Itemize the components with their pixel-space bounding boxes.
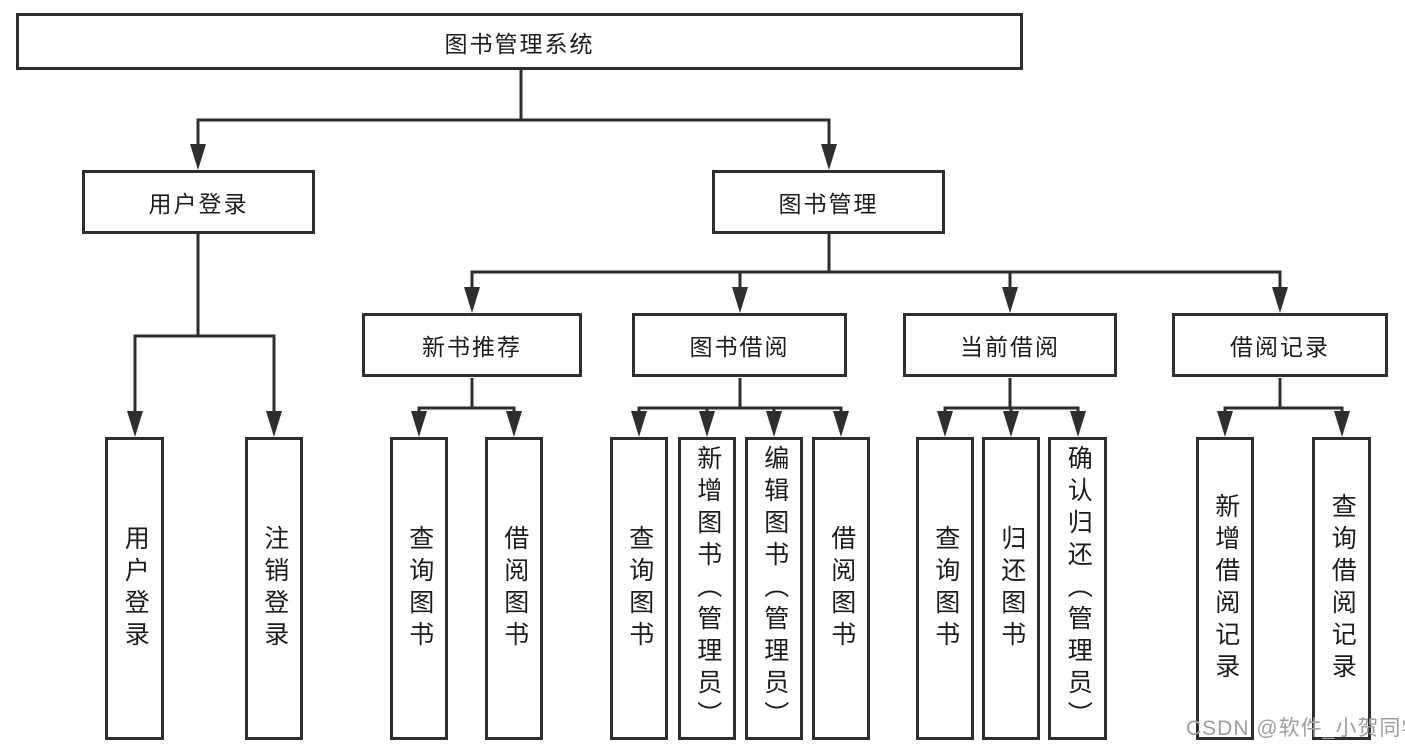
node-add-borrow-record: 新增借阅记录	[1196, 437, 1254, 740]
watermark-text: CSDN @软件_小贺同学	[1186, 717, 1405, 740]
node-query-borrow-record: 查询借阅记录	[1312, 437, 1371, 740]
node-borrowing-records: 借阅记录	[1172, 313, 1388, 377]
node-user-login: 用户登录	[82, 170, 315, 234]
node-return-book: 归还图书	[982, 437, 1040, 740]
node-current-borrowing: 当前借阅	[903, 313, 1117, 377]
arrowheads	[127, 144, 1350, 437]
node-library-system: 图书管理系统	[16, 13, 1023, 70]
node-borrow-books-borrowing: 借阅图书	[812, 437, 870, 740]
node-new-book-recommend: 新书推荐	[362, 313, 582, 377]
node-add-book-admin: 新增图书（管理员）	[678, 437, 736, 740]
node-query-books-current: 查询图书	[916, 437, 974, 740]
node-user-login-action: 用户登录	[105, 437, 164, 740]
node-query-books-borrowing: 查询图书	[610, 437, 668, 740]
node-borrow-books-recommend: 借阅图书	[485, 437, 543, 740]
node-book-borrowing: 图书借阅	[632, 313, 847, 377]
node-logout-action: 注销登录	[245, 437, 303, 740]
node-query-books-recommend: 查询图书	[390, 437, 448, 740]
node-confirm-return-admin: 确认归还（管理员）	[1048, 437, 1107, 740]
node-book-management: 图书管理	[712, 170, 945, 234]
node-edit-book-admin: 编辑图书（管理员）	[745, 437, 803, 740]
